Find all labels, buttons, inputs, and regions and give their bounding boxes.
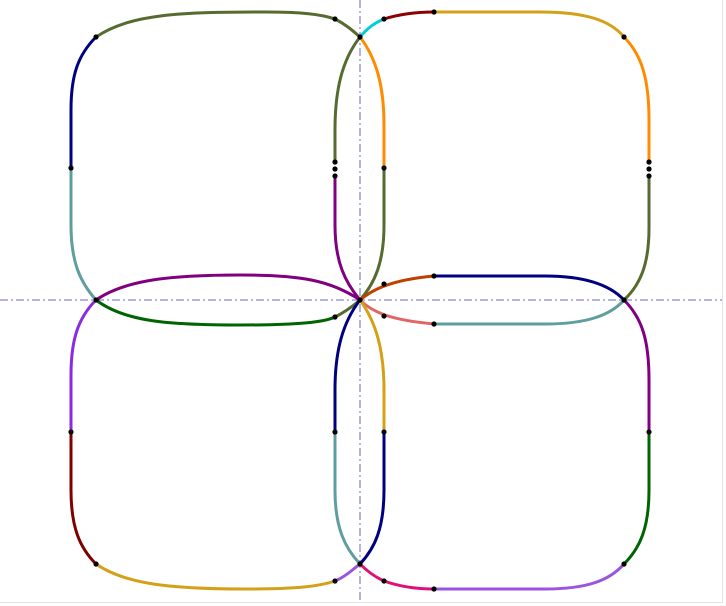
segment-tl-left-lower xyxy=(69,166,98,302)
segment-tr-inner-upper xyxy=(358,35,386,170)
junction-node xyxy=(381,429,387,435)
junction-node xyxy=(621,34,627,40)
junction-node xyxy=(621,297,627,303)
junction-node xyxy=(431,321,437,327)
segment-tr-cadet-bottom xyxy=(432,298,626,326)
junction-node xyxy=(646,159,652,165)
segment-br-inner-upper xyxy=(358,298,386,434)
segment-br-inner-lower xyxy=(358,430,386,566)
segment-bl-left-upper xyxy=(69,298,98,434)
junction-node xyxy=(93,561,99,567)
junction-node xyxy=(332,16,338,22)
segment-tr-maroon xyxy=(382,10,436,21)
segment-tr-rust xyxy=(358,274,436,302)
segment-tr-inner-lower xyxy=(358,166,386,302)
segment-tr-right-upper xyxy=(622,35,651,164)
junction-node xyxy=(357,561,363,567)
junction-node xyxy=(357,34,363,40)
junction-node xyxy=(381,281,387,287)
segment-tr-cyan xyxy=(358,17,386,39)
segment-tl-top xyxy=(94,10,337,39)
junction-node xyxy=(431,586,437,592)
junction-node xyxy=(431,273,437,279)
segment-br-right-upper xyxy=(622,298,651,434)
junction-node xyxy=(431,9,437,15)
segment-tr-right-lower xyxy=(622,174,651,302)
junction-node xyxy=(646,429,652,435)
junction-nodes xyxy=(68,9,652,592)
junction-node xyxy=(93,34,99,40)
junction-node xyxy=(621,561,627,567)
segment-bl-bottom xyxy=(94,562,337,591)
junction-node xyxy=(381,16,387,22)
junction-node xyxy=(332,429,338,435)
segment-bl-left-lower xyxy=(69,430,98,566)
junction-node xyxy=(93,297,99,303)
segment-tr-top xyxy=(432,10,626,39)
segment-tl-bottom xyxy=(94,298,337,327)
segment-tl-inner-lower xyxy=(333,174,362,302)
junction-node xyxy=(68,429,74,435)
segment-bl-inner-upper xyxy=(333,298,362,434)
segment-tr-navy xyxy=(432,274,626,302)
segment-br-right-lower xyxy=(622,430,651,566)
junction-node xyxy=(332,166,338,172)
segment-bl-purple-top xyxy=(94,273,362,302)
junction-node xyxy=(332,159,338,165)
junction-node xyxy=(332,173,338,179)
segment-bl-bottom-right xyxy=(333,562,362,583)
junction-node xyxy=(381,313,387,319)
junction-node xyxy=(332,314,338,320)
junction-node xyxy=(646,173,652,179)
segment-br-bottom-left xyxy=(358,562,436,591)
junction-node xyxy=(357,297,363,303)
segment-tl-inner-upper xyxy=(333,35,362,164)
segment-tl-top-right xyxy=(333,17,362,39)
junction-node xyxy=(68,165,74,171)
junction-node xyxy=(332,578,338,584)
segment-br-bottom xyxy=(432,562,626,591)
segment-tl-bottom-right xyxy=(333,298,362,319)
segment-bl-inner-lower xyxy=(333,430,362,566)
junction-node xyxy=(381,578,387,584)
segment-tl-left-upper xyxy=(69,35,98,170)
junction-node xyxy=(381,165,387,171)
junction-node xyxy=(646,166,652,172)
